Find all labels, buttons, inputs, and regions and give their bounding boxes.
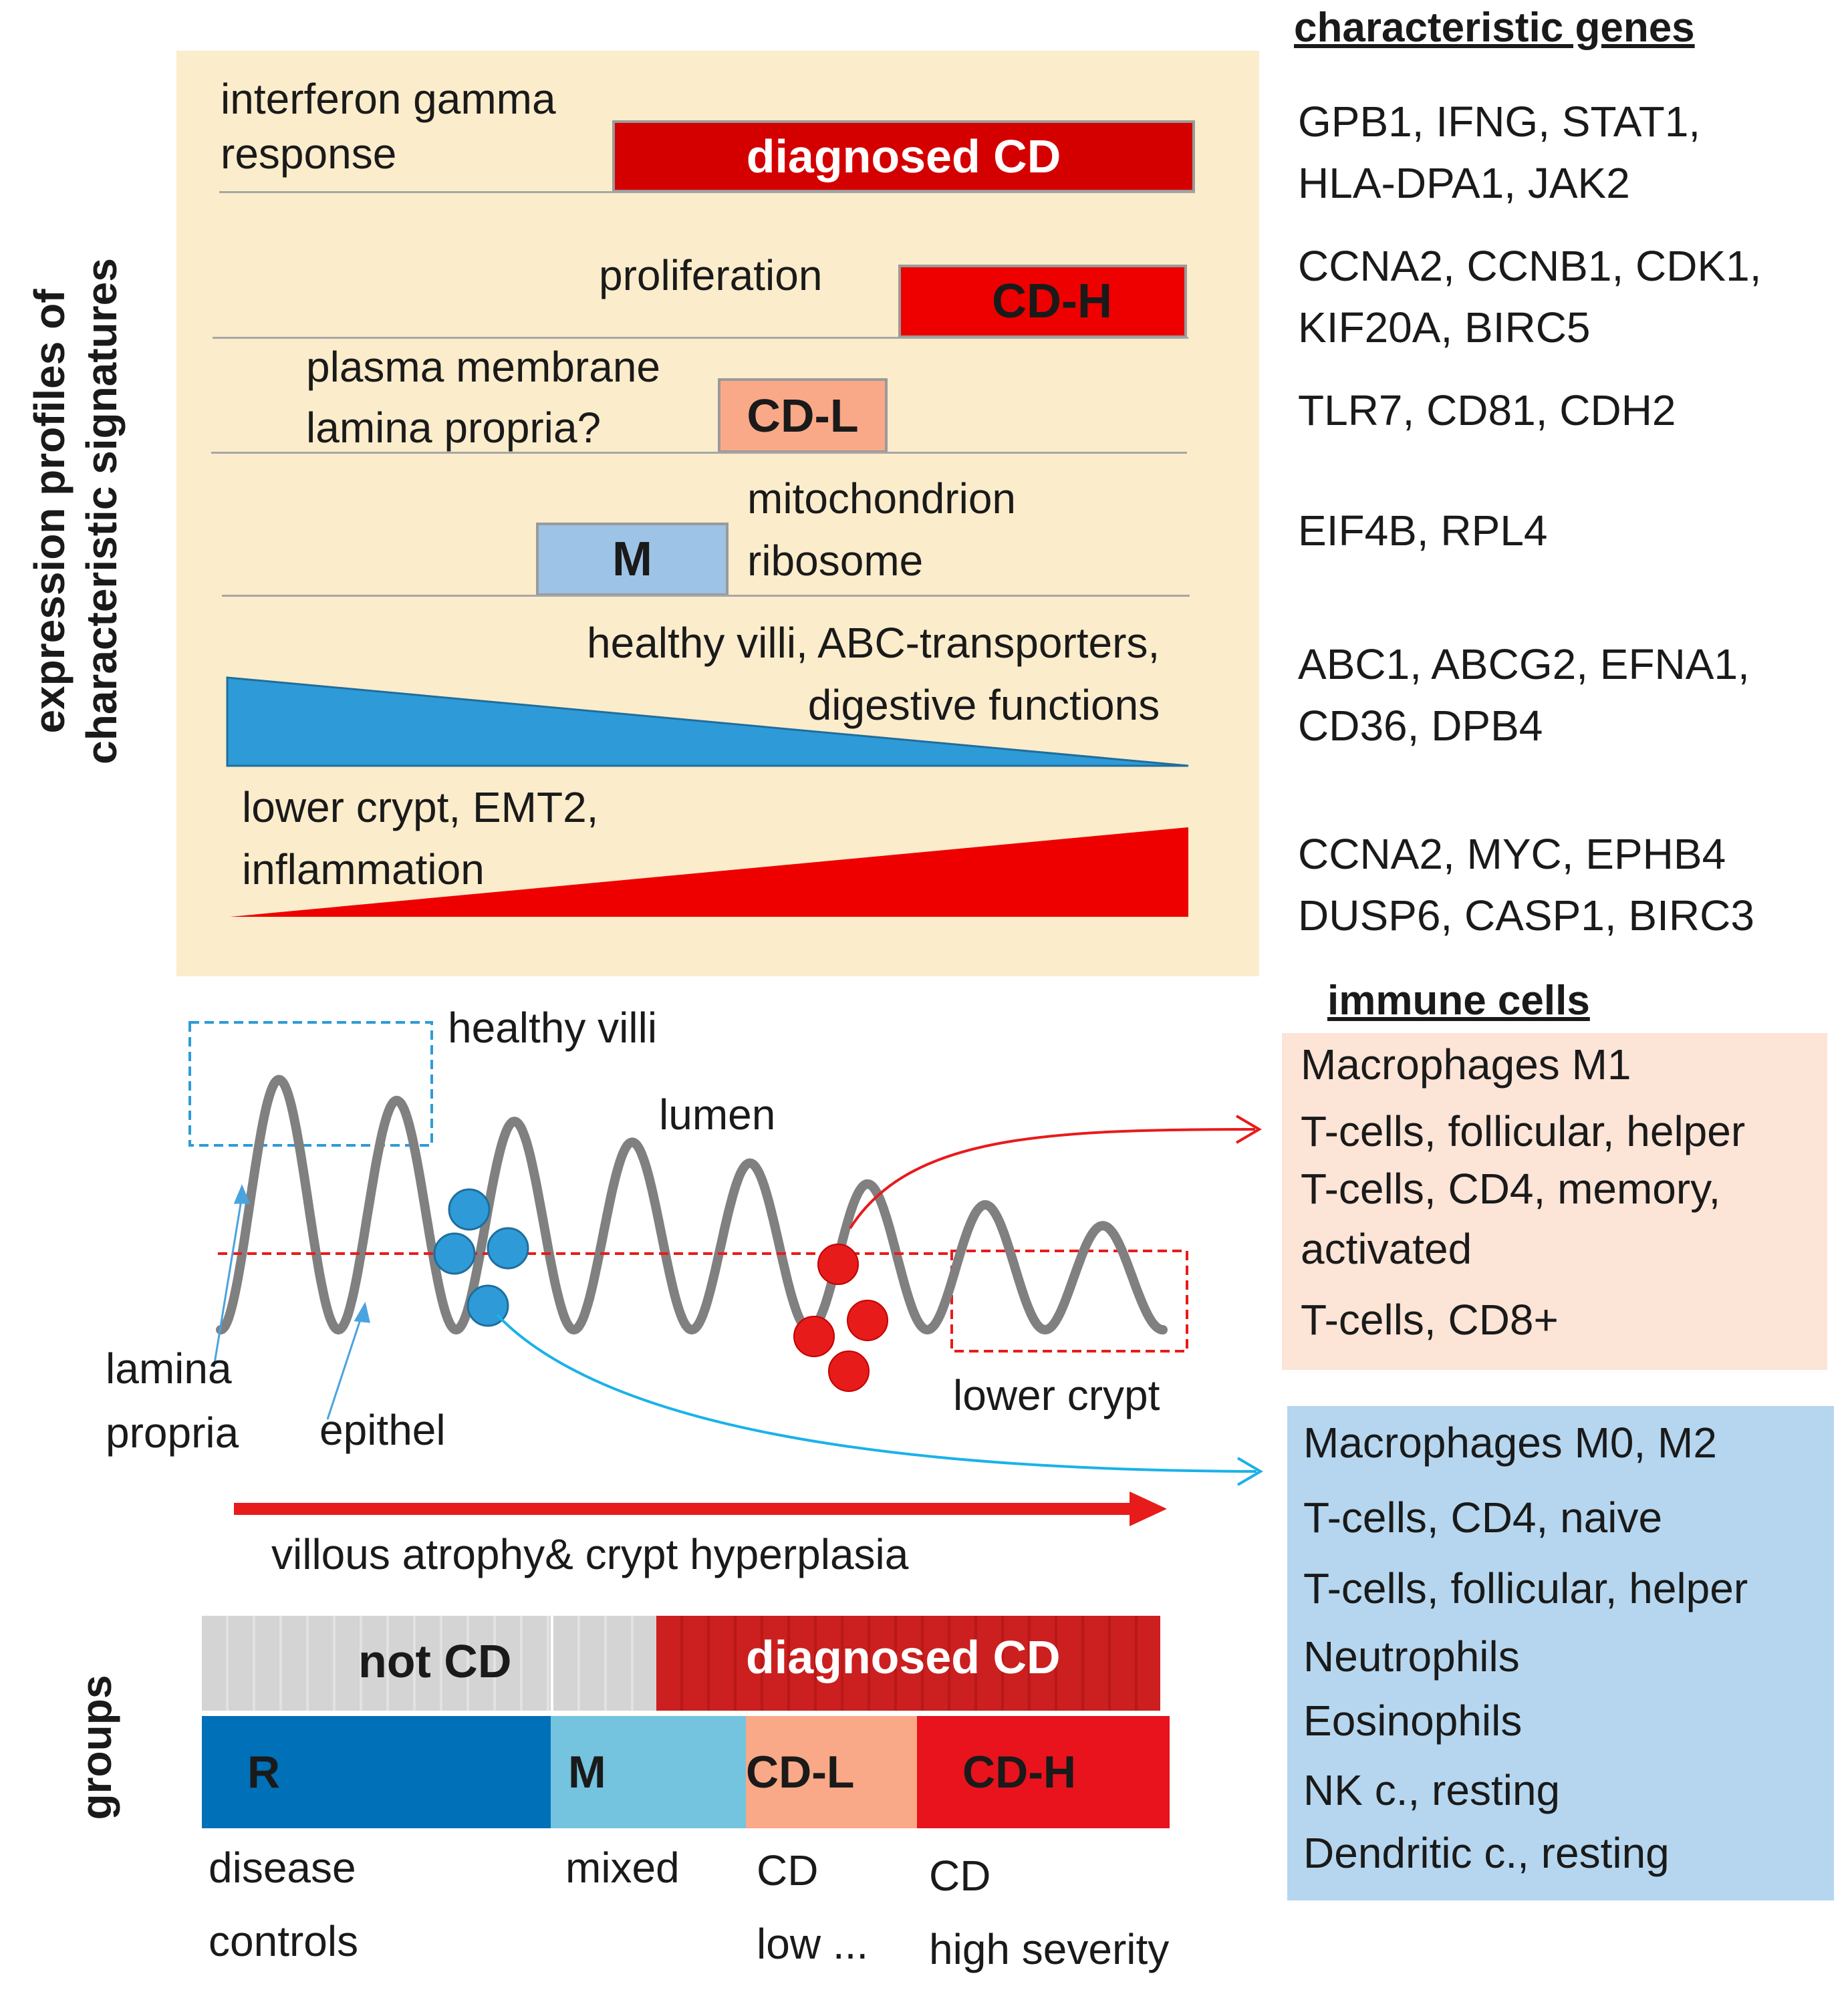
group-m-description: mixed xyxy=(565,1844,680,1892)
group-r: R xyxy=(202,1716,551,1828)
group-m: M xyxy=(551,1716,746,1828)
immune-cell-item: T-cells, follicular, helper xyxy=(1303,1564,1748,1612)
signature-box-cd-l: CD-L xyxy=(718,378,888,453)
signature-box-cd-h-label: CD-H xyxy=(992,275,1112,328)
signature-box-m: M xyxy=(536,523,729,596)
group-cd-l-description: CD low ... xyxy=(757,1846,869,1969)
signature-box-diagnosed-cd: diagnosed CD xyxy=(612,120,1195,192)
signature-box-m-label: M xyxy=(612,533,652,586)
group-r-description: disease controls xyxy=(209,1844,359,1966)
lumen-label: lumen xyxy=(659,1091,776,1139)
upregulated-immune-cells-box: Macrophages M1 T-cells, follicular, help… xyxy=(1282,1033,1827,1370)
genes-mitochondrion: EIF4B, RPL4 xyxy=(1298,507,1548,555)
diagnosed-cd-label: diagnosed CD xyxy=(746,1631,1061,1683)
groups-title: groups xyxy=(72,1675,120,1820)
immune-cell-item: T-cells, follicular, helper xyxy=(1301,1107,1746,1155)
immune-cell-item: Macrophages M0, M2 xyxy=(1303,1419,1717,1467)
immune-cell-item: T-cells, CD4, naive xyxy=(1303,1493,1663,1542)
signature-label-proliferation: proliferation xyxy=(599,251,823,299)
group-cd-h-code: CD-H xyxy=(962,1747,1076,1798)
immune-cell-item: T-cells, CD4, memory, xyxy=(1301,1165,1721,1213)
signature-box-cd-h: CD-H xyxy=(898,265,1187,338)
upregulated-immune-cells xyxy=(793,1244,888,1392)
separator xyxy=(222,595,1190,597)
healthy-villi-label: healthy villi xyxy=(448,1004,658,1052)
upregulated-cells-arrow xyxy=(849,1128,1256,1230)
immune-cell-item: NK c., resting xyxy=(1303,1766,1561,1814)
group-cd-l-code: CD-L xyxy=(746,1747,855,1798)
signature-label-plasma-membrane: plasma membrane lamina propria? xyxy=(306,343,660,452)
separator xyxy=(219,191,1195,193)
immune-cell-item: T-cells, CD8+ xyxy=(1301,1296,1559,1344)
expression-profiles-title: expression profiles of characteristic si… xyxy=(25,258,126,764)
group-cd-h-description: CD high severity xyxy=(929,1852,1170,1974)
group-r-code: R xyxy=(247,1747,281,1798)
epithel-label: epithel xyxy=(319,1406,446,1454)
lower-crypt-highlight-box xyxy=(950,1250,1188,1352)
genes-lower-crypt: CCNA2, MYC, EPHB4 DUSP6, CASP1, BIRC3 xyxy=(1298,830,1754,940)
lower-crypt-label: lower crypt xyxy=(953,1371,1160,1419)
genes-proliferation: CCNA2, CCNB1, CDK1, KIF20A, BIRC5 xyxy=(1298,242,1762,352)
immune-cell-item: Dendritic c., resting xyxy=(1303,1829,1670,1877)
signatures-panel xyxy=(176,51,1259,976)
genes-healthy-villi: ABC1, ABCG2, EFNA1, CD36, DPB4 xyxy=(1298,640,1750,750)
signature-label-interferon: interferon gamma response xyxy=(221,75,556,178)
not-cd-bar-mixed-gap xyxy=(553,1616,656,1711)
diagnosed-cd-bar xyxy=(656,1616,1160,1711)
downregulated-immune-cells xyxy=(433,1188,529,1327)
group-m-code: M xyxy=(568,1747,606,1798)
signature-box-diagnosed-cd-label: diagnosed CD xyxy=(746,130,1061,182)
signature-label-lower-crypt: lower crypt, EMT2, inflammation xyxy=(242,783,599,893)
separator xyxy=(213,337,1188,339)
signature-box-cd-l-label: CD-L xyxy=(747,390,859,442)
not-cd-bar xyxy=(202,1616,551,1711)
signature-label-mitochondrion: mitochondrion ribosome xyxy=(747,474,1016,585)
separator xyxy=(211,452,1187,454)
downregulated-immune-cells-box: Macrophages M0, M2 T-cells, CD4, naive T… xyxy=(1287,1406,1834,1900)
lamina-propria-label: lamina propria xyxy=(106,1344,239,1457)
immune-cell-item: Eosinophils xyxy=(1303,1697,1523,1745)
immune-cells-header: immune cells xyxy=(1327,978,1590,1024)
genes-plasma-membrane: TLR7, CD81, CDH2 xyxy=(1298,386,1676,434)
signature-label-healthy-villi: healthy villi, ABC-transporters, digesti… xyxy=(587,619,1160,729)
immune-cell-item: Macrophages M1 xyxy=(1301,1040,1631,1089)
not-cd-label: not CD xyxy=(358,1635,512,1687)
progression-arrow-label: villous atrophy& crypt hyperplasia xyxy=(271,1530,909,1578)
characteristic-genes-header: characteristic genes xyxy=(1294,5,1695,51)
group-cd-l: CD-L xyxy=(746,1716,917,1828)
immune-cell-item: Neutrophils xyxy=(1303,1632,1520,1681)
group-cd-h: CD-H xyxy=(917,1716,1170,1828)
immune-cell-item: activated xyxy=(1301,1225,1472,1273)
genes-interferon: GPB1, IFNG, STAT1, HLA-DPA1, JAK2 xyxy=(1298,98,1701,208)
healthy-villi-highlight-box xyxy=(188,1021,433,1147)
